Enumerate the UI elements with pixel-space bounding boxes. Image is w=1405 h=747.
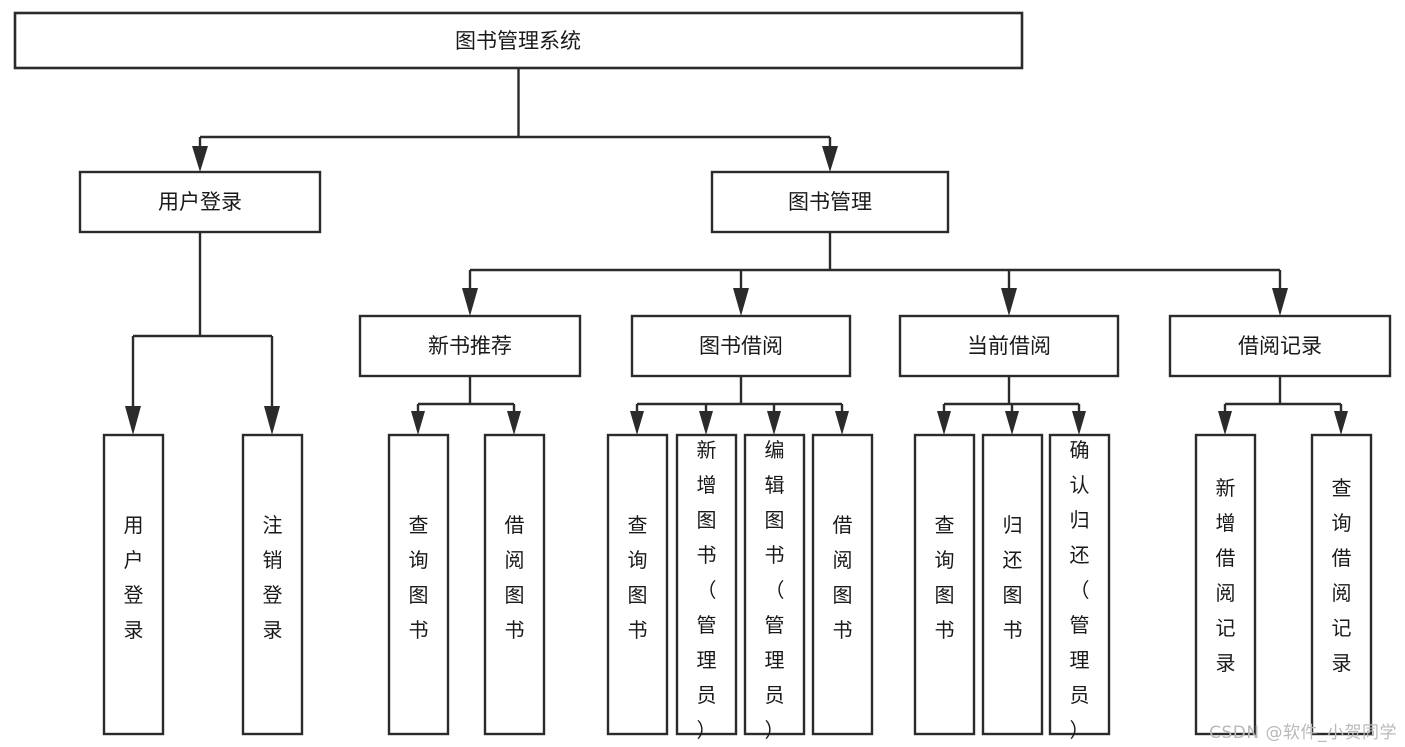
arrow-to-new-book-rec [462, 288, 478, 316]
leaf-node[interactable]: 确认归还（管理员） [1048, 433, 1111, 742]
leaf-box[interactable] [913, 433, 976, 736]
arrow-to-leaf-user-login [125, 406, 141, 435]
book-borrow-label: 图书借阅 [699, 334, 783, 358]
arrow-currentborrow-leaf-1 [937, 411, 951, 435]
leaf-label: 用户登录 [124, 513, 144, 642]
leaf-node[interactable]: 查询图书 [387, 433, 450, 736]
leaf-node[interactable]: 编辑图书（管理员） [743, 433, 806, 742]
node-new-book-recommend[interactable]: 新书推荐 [358, 314, 582, 378]
leaf-box[interactable] [743, 433, 806, 736]
book-management-box[interactable] [710, 170, 950, 234]
leaf-label: 编辑图书（管理员） [765, 438, 785, 742]
node-user-login[interactable]: 用户登录 [78, 170, 322, 234]
leaf-box[interactable] [1310, 433, 1373, 736]
leaf-label: 借阅图书 [833, 513, 853, 642]
leaf-node[interactable]: 新增图书（管理员） [675, 433, 738, 742]
csdn-watermark: CSDN @软件_小贺同学 [1209, 723, 1397, 743]
arrow-to-book-mgmt [822, 146, 838, 172]
arrow-to-borrow-record [1272, 288, 1288, 316]
leaf-label: 新增借阅记录 [1216, 476, 1236, 675]
arrow-bookborrow-leaf-1 [630, 411, 644, 435]
leaf-node[interactable]: 用户登录 [102, 433, 165, 736]
book-management-label: 图书管理 [788, 190, 872, 214]
leaf-label: 新增图书（管理员） [697, 438, 717, 742]
arrow-newbook-leaf-2 [507, 411, 521, 435]
node-book-borrow[interactable]: 图书借阅 [630, 314, 852, 378]
root-box[interactable] [13, 11, 1024, 70]
arrow-to-book-borrow [733, 288, 749, 316]
arrow-newbook-leaf-1 [411, 411, 425, 435]
leaf-box[interactable] [675, 433, 738, 736]
user-login-label: 用户登录 [158, 190, 242, 214]
connectors-group [125, 68, 1348, 435]
leaf-label: 查询图书 [935, 513, 955, 642]
leaf-label: 借阅图书 [505, 513, 525, 642]
arrow-bookborrow-leaf-3 [767, 411, 781, 435]
arrow-currentborrow-leaf-3 [1072, 411, 1086, 435]
arrow-borrowrecord-leaf-1 [1218, 411, 1232, 435]
leaf-label: 归还图书 [1003, 513, 1023, 642]
leaf-node[interactable]: 查询图书 [606, 433, 669, 736]
node-root[interactable]: 图书管理系统 [13, 11, 1024, 70]
book-borrow-box[interactable] [630, 314, 852, 378]
arrow-bookborrow-leaf-2 [699, 411, 713, 435]
arrow-to-current-borrow [1001, 288, 1017, 316]
leaf-box[interactable] [102, 433, 165, 736]
leaf-label: 确认归还（管理员） [1070, 438, 1090, 742]
leaf-node[interactable]: 注销登录 [241, 433, 304, 736]
root-label: 图书管理系统 [455, 29, 581, 53]
leaf-box[interactable] [981, 433, 1044, 736]
leaf-label: 查询借阅记录 [1332, 476, 1352, 675]
new-book-recommend-box[interactable] [358, 314, 582, 378]
leaf-box[interactable] [1194, 433, 1257, 736]
leaf-box[interactable] [387, 433, 450, 736]
current-borrow-box[interactable] [898, 314, 1120, 378]
leaf-node[interactable]: 借阅图书 [483, 433, 546, 736]
leaf-node[interactable]: 借阅图书 [811, 433, 874, 736]
node-borrow-record[interactable]: 借阅记录 [1168, 314, 1392, 378]
node-current-borrow[interactable]: 当前借阅 [898, 314, 1120, 378]
arrow-currentborrow-leaf-2 [1005, 411, 1019, 435]
borrow-record-label: 借阅记录 [1238, 334, 1322, 358]
leaf-label: 查询图书 [628, 513, 648, 642]
leaf-node[interactable]: 新增借阅记录 [1194, 433, 1257, 736]
leaf-node[interactable]: 归还图书 [981, 433, 1044, 736]
leaf-label: 注销登录 [263, 513, 283, 642]
leaf-label: 查询图书 [409, 513, 429, 642]
user-login-box[interactable] [78, 170, 322, 234]
borrow-record-box[interactable] [1168, 314, 1392, 378]
leaf-box[interactable] [1048, 433, 1111, 736]
arrow-bookborrow-leaf-4 [835, 411, 849, 435]
current-borrow-label: 当前借阅 [967, 334, 1051, 358]
node-book-management[interactable]: 图书管理 [710, 170, 950, 234]
leaf-nodes-group: 用户登录 注销登录 查询图书 借阅图书 查询图书 新增图书（管理员） [102, 433, 1373, 742]
arrow-borrowrecord-leaf-2 [1334, 411, 1348, 435]
leaf-node[interactable]: 查询借阅记录 [1310, 433, 1373, 736]
leaf-box[interactable] [483, 433, 546, 736]
leaf-node[interactable]: 查询图书 [913, 433, 976, 736]
arrow-to-leaf-logout [264, 406, 280, 435]
leaf-box[interactable] [811, 433, 874, 736]
arrow-to-user-login [192, 146, 208, 172]
leaf-box[interactable] [241, 433, 304, 736]
new-book-recommend-label: 新书推荐 [428, 334, 512, 358]
leaf-box[interactable] [606, 433, 669, 736]
